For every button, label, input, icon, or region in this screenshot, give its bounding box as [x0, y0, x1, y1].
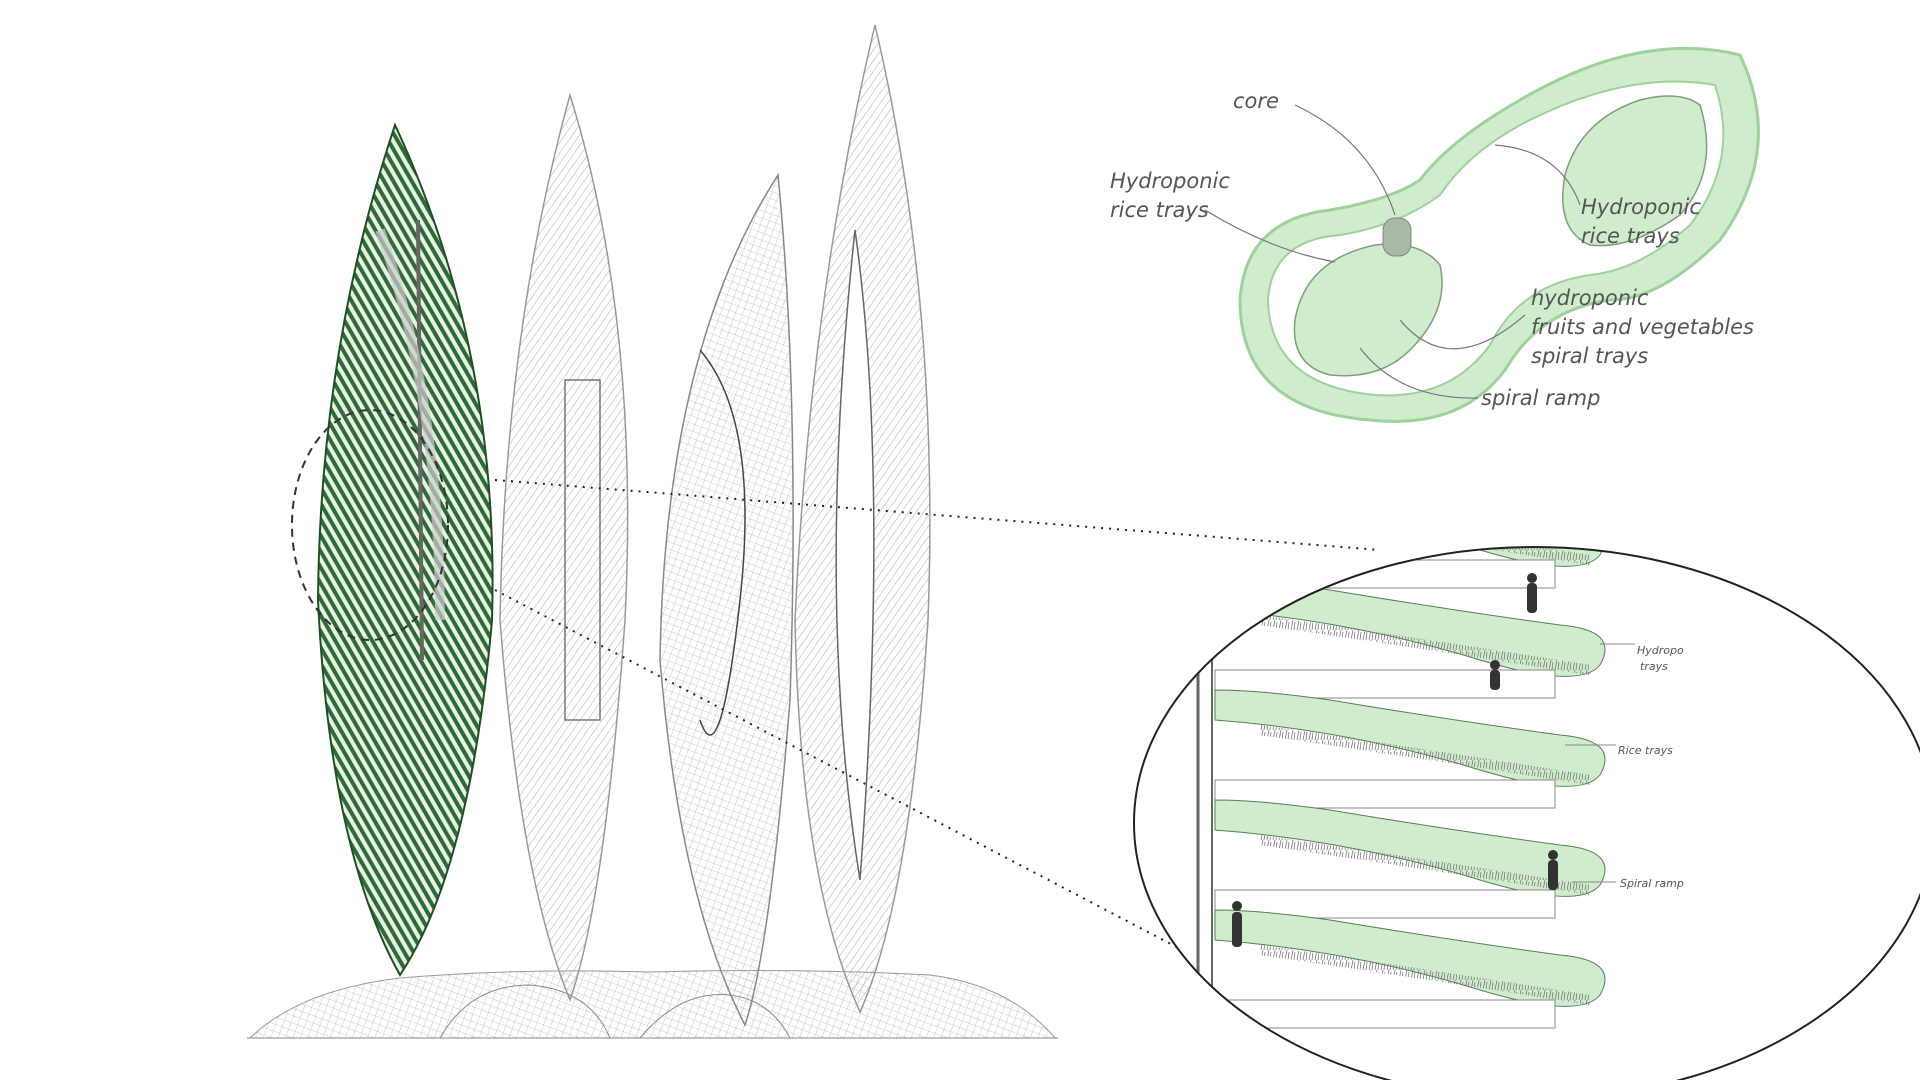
- tower-green-fins: [291, 122, 494, 977]
- tower-wireframe-2: [499, 92, 629, 1003]
- label-spiral-ramp: spiral ramp: [1481, 386, 1600, 410]
- label-spiral-ramp-section: Spiral ramp: [1620, 877, 1684, 890]
- label-rice-left-1: Hydroponic: [1110, 169, 1230, 193]
- label-rice-right-2: rice trays: [1581, 224, 1680, 248]
- label-fruits-2: fruits and vegetables: [1531, 315, 1754, 339]
- label-core: core: [1233, 89, 1279, 113]
- core: [1382, 217, 1412, 257]
- detail-marker-circle: [291, 409, 449, 641]
- tower-wireframe-3: [659, 172, 794, 1027]
- label-rice-trays: Rice trays: [1618, 744, 1673, 757]
- label-fruits-1: hydroponic: [1531, 286, 1649, 310]
- plan-callouts: [1204, 104, 1581, 399]
- human-figures: [1232, 573, 1558, 947]
- floor-plan: [1238, 46, 1760, 423]
- label-hydroponic-trays-1: Hydropo: [1637, 644, 1684, 657]
- ground-base: [247, 970, 1058, 1039]
- rice-tray-left: [1293, 243, 1443, 377]
- label-fruits-3: spiral trays: [1531, 344, 1648, 368]
- label-rice-left-2: rice trays: [1110, 198, 1209, 222]
- section-detail: [1133, 546, 1920, 1080]
- label-rice-right-1: Hydroponic: [1581, 195, 1701, 219]
- label-hydroponic-trays-2: trays: [1640, 660, 1668, 673]
- rice-tray-right: [1562, 95, 1708, 247]
